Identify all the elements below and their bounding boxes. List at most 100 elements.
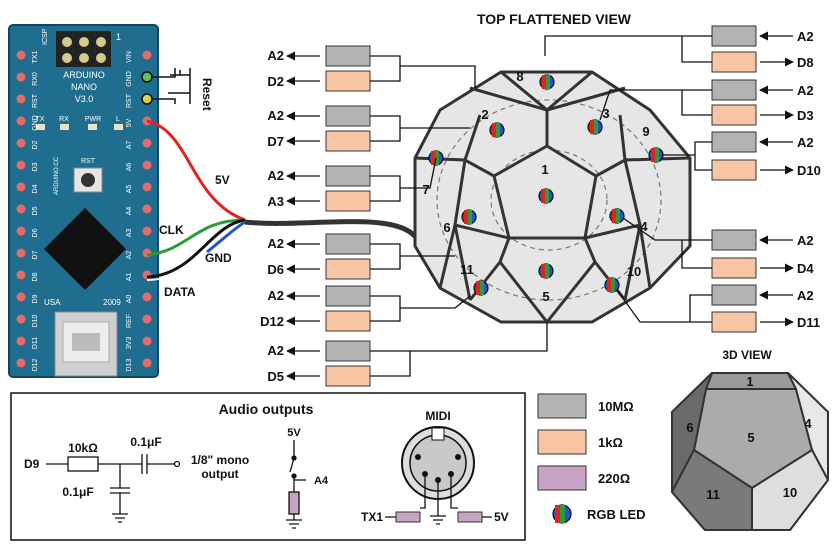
face-label-3: 3 [602, 106, 609, 121]
pin-left-d7: D7 [32, 250, 39, 259]
pin-left-d3: D3 [32, 162, 39, 171]
view3d-face-4 [787, 372, 829, 481]
pin-right-a3: A3 [126, 229, 133, 238]
wire-5v-label: 5V [215, 173, 230, 187]
rgb-leds [428, 74, 664, 296]
legend-label-220: 220Ω [598, 471, 630, 486]
view3d-label-1: 1 [746, 374, 753, 389]
switch-circuit [286, 440, 306, 529]
view3d-title: 3D VIEW [722, 348, 772, 362]
wire-clk-label: CLK [159, 223, 184, 237]
face-label-8: 8 [516, 69, 523, 84]
left-pair-1: A2 D2 [267, 45, 476, 92]
audio-cap-series: 0.1μF [130, 435, 161, 449]
face-label-9: 9 [642, 124, 649, 139]
led-l-label: L [116, 116, 120, 123]
pin-right-gnd: GND [126, 71, 133, 87]
legend-label-10m: 10MΩ [598, 399, 634, 414]
led-rx-label: RX [59, 116, 69, 123]
left-pair-2-in: A2 [267, 108, 284, 123]
board-year: 2009 [103, 298, 121, 307]
audio-d9: D9 [24, 457, 40, 471]
left-pair-6-out: D5 [267, 369, 284, 384]
legend: 10MΩ 1kΩ 220Ω RGB LED [537, 393, 646, 524]
right-pair-1: A2 D8 [544, 25, 814, 73]
usb-connector [54, 311, 118, 377]
left-pair-1-out: D2 [267, 74, 284, 89]
rgb-led-2 [489, 122, 505, 138]
left-pair-4: A2 D6 [267, 233, 455, 280]
legend-rgb-led-icon [552, 504, 572, 524]
arduino-nano-board: ICSP 1 ARDUINO NANO V3.0 TX RX PWR L RST… [8, 24, 159, 378]
left-pair-3: A2 A3 [267, 157, 437, 212]
pin-left-d8: D8 [32, 272, 39, 281]
led-pwr-label: PWR [85, 116, 101, 123]
board-name-2: NANO [71, 82, 97, 92]
left-pair-1-in: A2 [267, 48, 284, 63]
flattened-dodecahedron: 1 2 3 4 5 6 7 8 9 10 11 [413, 69, 692, 324]
pin-right-a7: A7 [126, 141, 133, 150]
pin-right-a5: A5 [126, 185, 133, 194]
left-pair-5-out: D12 [260, 314, 284, 329]
left-pair-2: A2 D7 [267, 105, 470, 152]
midi-5v: 5V [494, 510, 509, 524]
pin-header-left: TX1 RX0 RST GND D2 D3 D4 D5 D6 D7 D8 D9 … [16, 50, 39, 371]
rc-filter-circuit [46, 454, 181, 523]
right-pair-3: A2 D10 [662, 131, 821, 181]
face-label-11: 11 [460, 262, 474, 277]
rgb-led-4 [609, 208, 625, 224]
midi-label: MIDI [425, 409, 450, 423]
left-pair-6-in: A2 [267, 343, 284, 358]
microcontroller-chip [44, 208, 126, 290]
board-made-in: USA [44, 298, 61, 307]
pin-left-rx0: RX0 [32, 72, 39, 86]
board-vertical-label: ARDUINO.CC [54, 156, 60, 195]
left-pair-4-out: D6 [267, 262, 284, 277]
pin-right-rst: RST [126, 93, 133, 108]
icsp-pin-one: 1 [116, 32, 121, 42]
left-resistor-bank: A2 D2 A2 D7 A2 A3 [260, 45, 548, 387]
view3d-label-10: 10 [783, 485, 797, 500]
rgb-led-3 [587, 119, 603, 135]
legend-item-220: 220Ω [537, 465, 630, 491]
right-pair-3-out: D10 [797, 163, 821, 178]
legend-item-1k: 1kΩ [537, 429, 623, 455]
led-tx-label: TX [36, 116, 45, 123]
face-label-4: 4 [640, 219, 648, 234]
left-pair-6: A2 D5 [267, 322, 548, 387]
pin-left-tx1: TX1 [32, 50, 39, 63]
icsp-header: ICSP 1 [42, 28, 121, 67]
pin-right-a6: A6 [126, 163, 133, 172]
right-pair-2-out: D3 [797, 108, 814, 123]
face-label-7: 7 [422, 182, 429, 197]
pin-left-d11: D11 [32, 337, 39, 349]
view3d-face-10 [751, 448, 830, 531]
left-pair-5: A2 D12 [260, 285, 471, 332]
audio-output-1: 1/8" mono [191, 453, 249, 467]
view3d-label-11: 11 [706, 487, 720, 502]
view3d-label-6: 6 [686, 420, 693, 435]
right-pair-3-in: A2 [797, 135, 814, 150]
icsp-label: ICSP [42, 28, 49, 45]
pin-left-d5: D5 [32, 206, 39, 215]
right-pair-5: A2 D11 [616, 284, 820, 333]
pin-left-d4: D4 [32, 184, 39, 193]
pin-right-ref: REF [126, 314, 133, 328]
view3d-face-6 [671, 372, 713, 493]
right-pair-4-out: D4 [797, 261, 814, 276]
legend-label-rgb-led: RGB LED [587, 507, 646, 522]
face-label-6: 6 [443, 220, 450, 235]
right-pair-5-in: A2 [797, 288, 814, 303]
rgb-led-1 [538, 188, 554, 204]
right-pair-4: A2 D4 [622, 217, 814, 279]
pin-left-d9: D9 [32, 294, 39, 303]
left-pair-3-in: A2 [267, 168, 284, 183]
board-rst-label: RST [81, 158, 96, 165]
rgb-led-5 [538, 263, 554, 279]
view3d-label-5: 5 [747, 430, 754, 445]
right-pair-1-in: A2 [797, 29, 814, 44]
switch-a4: A4 [314, 475, 329, 487]
reset-label: Reset [200, 78, 214, 111]
legend-item-rgb-led: RGB LED [552, 504, 646, 524]
left-pair-2-out: D7 [267, 134, 284, 149]
